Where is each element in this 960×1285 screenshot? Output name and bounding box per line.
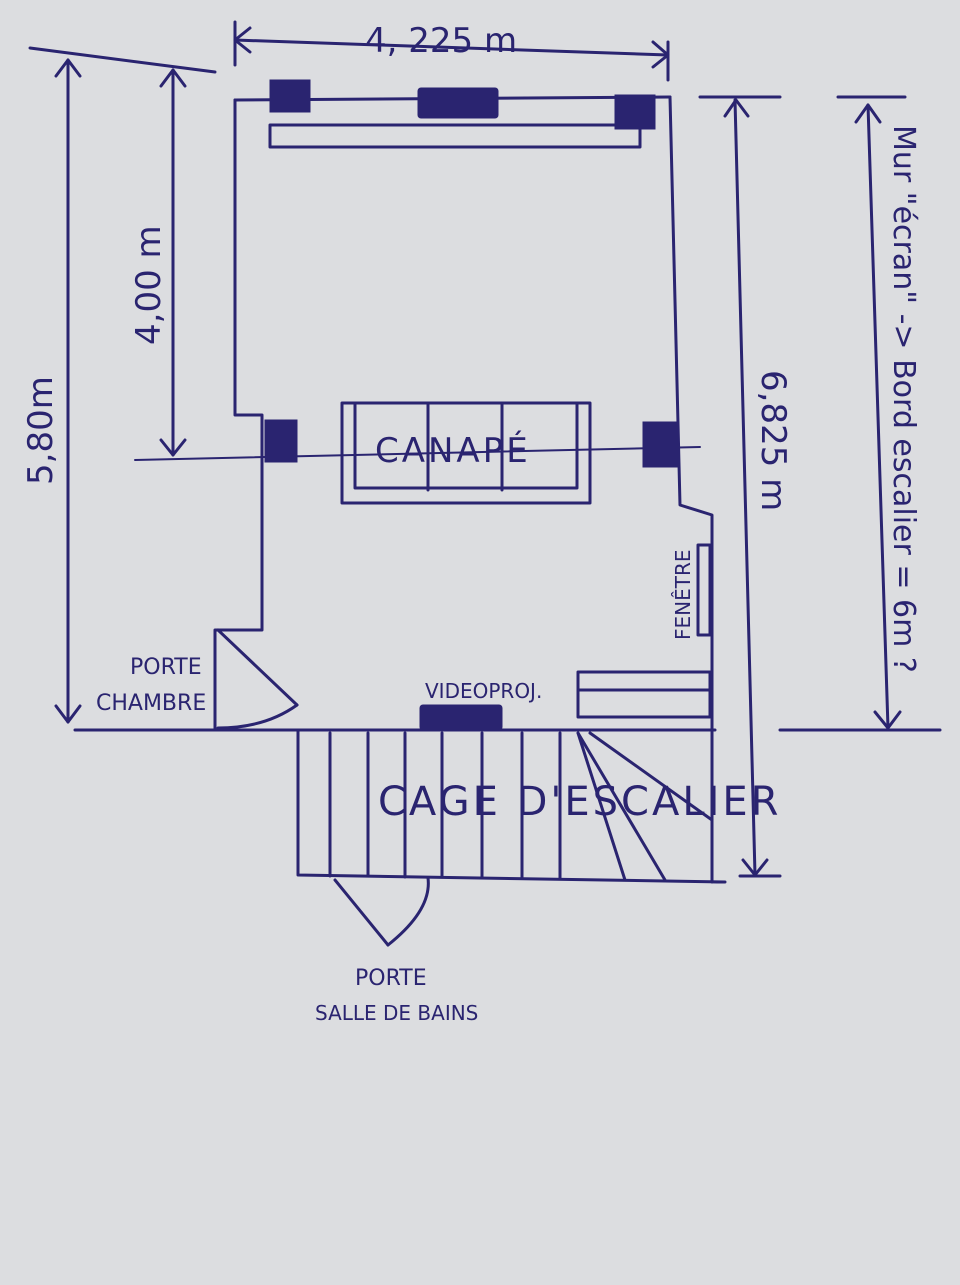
width-dimension: [233, 20, 670, 82]
bedroom-door-label-1: PORTE: [130, 655, 202, 680]
side-note-label: Mur "écran" -> Bord escalier = 6m ?: [886, 125, 921, 673]
speaker-surround-left: [264, 419, 298, 463]
projection-screen: [268, 123, 642, 149]
sofa-reference-line: [134, 446, 701, 461]
window: [696, 543, 712, 637]
bathroom-door: [333, 876, 430, 947]
width-label: 4, 225 m: [365, 21, 517, 61]
sofa-label: CANAPÉ: [375, 430, 531, 471]
bedroom-door: [216, 628, 299, 730]
projector: [419, 704, 503, 731]
bathroom-door-label-1: PORTE: [355, 966, 427, 991]
left-height-dimension: [28, 46, 217, 724]
window-label: FENÊTRE: [671, 550, 695, 641]
bathroom-door-label-2: SALLE DE BAINS: [315, 1001, 478, 1025]
total-height-label: 6,825 m: [753, 370, 793, 511]
speaker-surround-right: [642, 421, 679, 468]
bedroom-door-label-2: CHAMBRE: [96, 691, 206, 716]
left-height-label: 5,80m: [21, 376, 61, 485]
side-note-dimension: [778, 95, 942, 732]
screen-to-sofa-dimension: [159, 68, 187, 457]
speaker-left: [269, 79, 311, 113]
speaker-center: [417, 87, 499, 119]
total-height-dimension: [698, 95, 782, 878]
projector-label: VIDEOPROJ.: [425, 679, 542, 703]
speaker-right: [614, 94, 656, 130]
sofa: [340, 401, 592, 505]
stairwell: [296, 670, 727, 884]
stairwell-label: CAGE D'ESCALIER: [378, 779, 781, 825]
screen-to-sofa-label: 4,00 m: [129, 225, 169, 345]
